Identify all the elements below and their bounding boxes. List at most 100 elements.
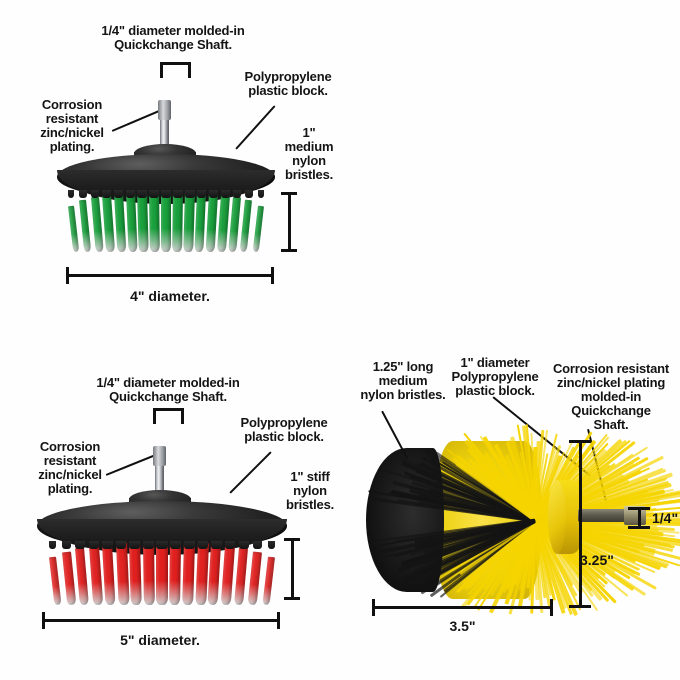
dimension-bristle-length bbox=[281, 192, 297, 252]
dimension-barrel-height-bracket bbox=[569, 440, 591, 608]
dimension-shaft-diameter-bracket-red bbox=[153, 408, 184, 424]
bristle-root bbox=[170, 541, 181, 549]
barrel-plastic-block-face bbox=[548, 480, 566, 554]
bristle-tuft bbox=[253, 205, 264, 252]
dimension-diameter-bracket-red bbox=[42, 612, 280, 629]
bristle-root bbox=[225, 541, 235, 549]
bristle-root bbox=[89, 541, 99, 549]
bristle-root bbox=[258, 190, 264, 198]
bristle-tuft bbox=[262, 557, 275, 605]
bristle-root bbox=[211, 541, 221, 549]
bristle-root bbox=[75, 541, 84, 549]
dimension-diameter-bracket bbox=[66, 267, 274, 284]
bristle-tuft bbox=[183, 191, 194, 252]
bristle-tuft bbox=[248, 551, 262, 605]
dimension-diameter-label-red: 5" diameter. bbox=[0, 632, 320, 648]
dimension-barrel-length-bracket bbox=[372, 599, 553, 616]
bristle-tuft bbox=[228, 197, 241, 252]
bristle-tuft bbox=[126, 191, 138, 252]
label-quickchange-shaft-red: 1/4" diameter molded-in Quickchange Shaf… bbox=[82, 376, 254, 404]
brush-red-flat bbox=[35, 435, 295, 620]
shaft-hex-shank-red bbox=[153, 446, 166, 466]
bristle-root bbox=[62, 541, 71, 549]
dimension-shaft-diameter-bracket bbox=[160, 62, 191, 78]
dimension-barrel-shaft-diameter-label: 1/4" bbox=[652, 510, 678, 526]
bristle-tuft bbox=[234, 548, 248, 605]
panel-green-flat-brush: 1/4" diameter molded-in Quickchange Shaf… bbox=[0, 0, 340, 320]
label-barrel-block: 1" diameter Polypropylene plastic block. bbox=[440, 356, 550, 398]
label-quickchange-shaft: 1/4" diameter molded-in Quickchange Shaf… bbox=[88, 24, 258, 52]
brush-green-flat bbox=[55, 90, 285, 260]
bristle-tuft bbox=[208, 544, 222, 605]
bristle-root bbox=[233, 190, 241, 198]
bristle-root bbox=[221, 190, 230, 198]
bristle-root bbox=[116, 541, 127, 549]
bristle-band-green bbox=[65, 190, 267, 252]
panel-red-flat-brush: 1/4" diameter molded-in Quickchange Shaf… bbox=[0, 340, 340, 680]
bristle-root bbox=[149, 190, 159, 198]
bristle-tuft bbox=[195, 542, 208, 605]
bristle-tuft bbox=[161, 190, 171, 252]
dimension-bristle-length-red bbox=[284, 538, 300, 600]
bristle-tuft bbox=[114, 193, 126, 252]
bristle-tuft bbox=[116, 542, 129, 605]
bristle-tuft bbox=[143, 541, 155, 605]
bristle-tuft bbox=[79, 200, 92, 252]
bristle-root bbox=[126, 190, 135, 198]
bristle-root bbox=[91, 190, 99, 198]
bristle-tuft bbox=[102, 544, 116, 605]
bristle-tuft bbox=[182, 542, 195, 605]
brush-yellow-barrel bbox=[358, 428, 658, 628]
dimension-barrel-height-label: 3.25" bbox=[580, 552, 614, 568]
bristle-tuft bbox=[206, 193, 218, 252]
bristle-tuft bbox=[75, 548, 89, 605]
bristle-root bbox=[68, 190, 74, 198]
bristle-root bbox=[49, 541, 56, 549]
bristle-root bbox=[185, 190, 195, 198]
barrel-bristle-mass bbox=[366, 430, 562, 610]
bristle-root bbox=[253, 541, 262, 549]
bristle-tuft bbox=[149, 190, 160, 252]
bristle-tuft bbox=[62, 551, 76, 605]
bristle-tuft bbox=[102, 194, 115, 252]
bristle-root bbox=[137, 190, 147, 198]
bristle-root bbox=[239, 541, 248, 549]
dimension-diameter-label: 4" diameter. bbox=[0, 288, 340, 304]
bristle-root bbox=[184, 541, 195, 549]
label-bristles: 1" medium nylon bristles. bbox=[280, 126, 338, 182]
label-barrel-shaft: Corrosion resistant zinc/nickel plating … bbox=[544, 362, 678, 432]
bristle-tuft bbox=[169, 541, 181, 605]
bristle-root bbox=[245, 190, 252, 198]
bristle-tuft bbox=[240, 200, 253, 252]
bristle-tuft bbox=[156, 541, 167, 605]
shaft-hex-shank bbox=[158, 100, 171, 120]
bristle-tuft bbox=[68, 205, 79, 252]
bristle-tuft bbox=[217, 194, 230, 252]
bristle-root bbox=[129, 541, 140, 549]
bristle-root bbox=[114, 190, 123, 198]
bristle-tuft bbox=[49, 557, 62, 605]
bristle-root bbox=[161, 190, 171, 198]
bristle-root bbox=[173, 190, 183, 198]
bristle-tuft bbox=[194, 191, 206, 252]
bristle-tuft bbox=[89, 545, 103, 605]
dimension-barrel-length-label: 3.5" bbox=[372, 618, 553, 634]
dimension-barrel-shaft-diameter-bracket bbox=[628, 507, 650, 529]
bristle-band-red bbox=[46, 541, 278, 605]
bristle-tuft bbox=[91, 197, 104, 252]
bristle-tuft bbox=[137, 191, 148, 252]
bristle-tuft bbox=[129, 542, 142, 605]
bristle-root bbox=[79, 190, 86, 198]
bristle-root bbox=[209, 190, 218, 198]
panel-yellow-barrel-brush: 1.25" long medium nylon bristles. 1" dia… bbox=[340, 340, 680, 680]
bristle-root bbox=[156, 541, 167, 549]
bristle-tuft bbox=[221, 545, 235, 605]
bristle-root bbox=[143, 541, 154, 549]
bristle-root bbox=[198, 541, 209, 549]
bristle-root bbox=[268, 541, 275, 549]
bristle-tuft bbox=[172, 190, 183, 252]
bristle-root bbox=[197, 190, 206, 198]
bristle-root bbox=[102, 190, 111, 198]
bristle-root bbox=[102, 541, 112, 549]
